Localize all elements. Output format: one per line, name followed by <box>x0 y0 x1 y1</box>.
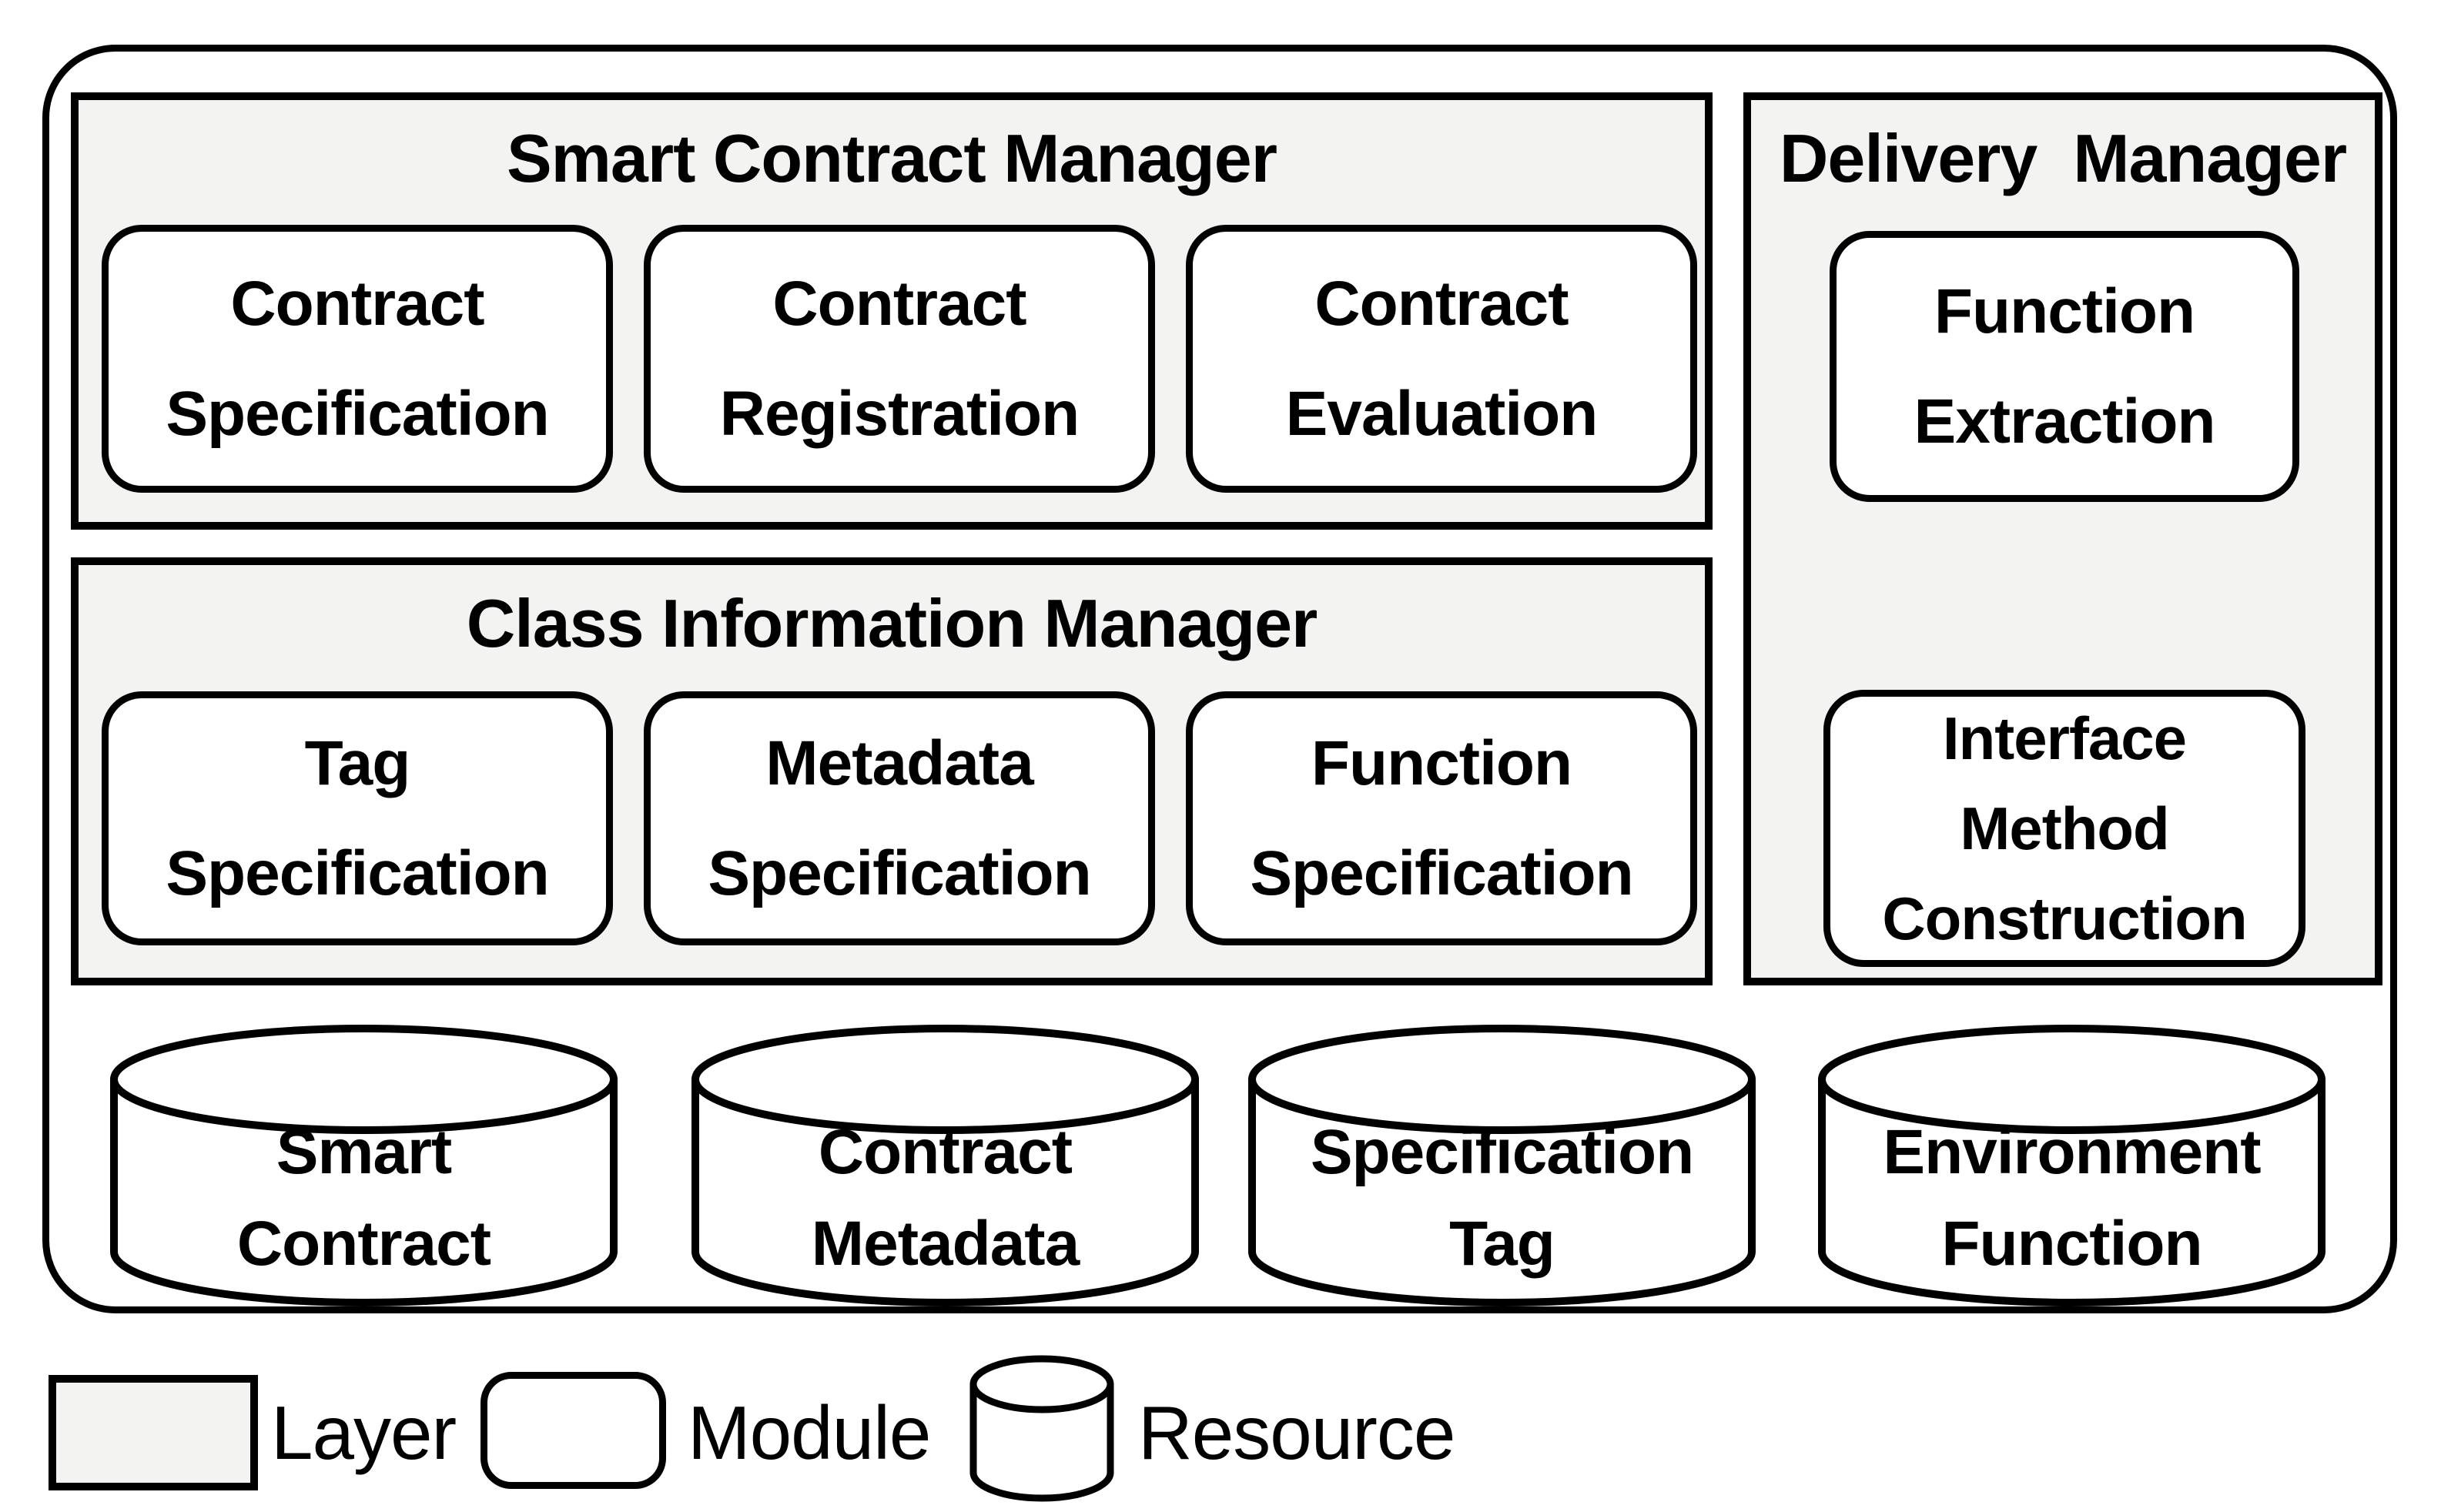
database-cylinder-icon <box>969 1355 1114 1502</box>
legend-resource-icon <box>969 1353 1115 1507</box>
resource-environment-function: Environment Function <box>1816 1021 2328 1310</box>
resource-label: Contract Metadata <box>811 1117 1080 1279</box>
legend-module-swatch <box>480 1372 666 1489</box>
legend-layer-swatch <box>49 1375 258 1490</box>
module-label: Metadata Specification <box>708 728 1091 909</box>
module-label: Contract Registration <box>719 268 1080 450</box>
resource-smart-contract: Smart Contract <box>108 1021 620 1310</box>
module-function-specification: Function Specification <box>1186 691 1697 945</box>
database-cylinder-icon <box>1248 1025 1756 1306</box>
resource-label: Specification Tag <box>1310 1117 1694 1279</box>
database-cylinder-icon <box>1818 1025 2325 1306</box>
module-label: Contract Evaluation <box>1285 268 1599 450</box>
module-contract-specification: Contract Specification <box>102 225 613 493</box>
module-function-extraction: Function Extraction <box>1830 231 2299 502</box>
module-label: Contract Specification <box>166 268 549 450</box>
module-metadata-specification: Metadata Specification <box>644 691 1155 945</box>
resource-specification-tag: Specification Tag <box>1246 1021 1758 1310</box>
module-interface-method-construction: Interface Method Construction <box>1823 690 2305 967</box>
layer-title-smart-contract-manager: Smart Contract Manager <box>506 120 1277 196</box>
module-contract-registration: Contract Registration <box>644 225 1155 493</box>
resource-contract-metadata: Contract Metadata <box>689 1021 1201 1310</box>
legend-resource-label: Resource <box>1138 1390 1455 1475</box>
module-tag-specification: Tag Specification <box>102 691 613 945</box>
legend-module-label: Module <box>688 1390 931 1475</box>
resource-label: Smart Contract <box>236 1117 491 1279</box>
legend-layer-label: Layer <box>271 1390 457 1475</box>
database-cylinder-icon <box>691 1025 1199 1306</box>
module-label: Function Specification <box>1250 728 1633 909</box>
resource-label: Environment Function <box>1883 1117 2261 1279</box>
layer-title-delivery-manager: Delivery Manager <box>1779 120 2347 196</box>
module-label: Function Extraction <box>1914 276 2216 457</box>
layer-title-class-information-manager: Class Information Manager <box>466 585 1318 661</box>
database-cylinder-icon <box>110 1025 618 1306</box>
module-contract-evaluation: Contract Evaluation <box>1186 225 1697 493</box>
module-label: Tag Specification <box>166 728 549 909</box>
module-label: Interface Method Construction <box>1882 704 2247 952</box>
